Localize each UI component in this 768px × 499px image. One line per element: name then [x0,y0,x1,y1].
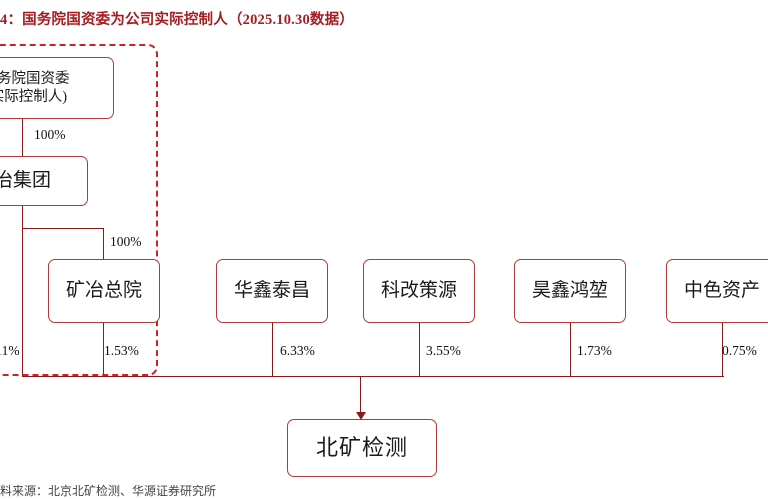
line-kegai-down [419,322,421,377]
arrow-to-target [356,412,366,420]
line-sasac-to-group [22,118,24,156]
pct-zhongse-to-target: 0.75% [722,343,757,358]
node-sasac[interactable]: 国务院国资委 (实际控制人) [0,57,114,119]
pct-haoxin-to-target: 1.73% [577,343,612,358]
pct-sasac-to-group: 100% [34,127,66,142]
line-group-down [22,205,24,377]
node-institute[interactable]: 矿冶总院 [48,259,160,323]
line-bus [22,376,724,378]
node-huaxin[interactable]: 华鑫泰昌 [216,259,328,323]
node-target-label: 北矿检测 [315,435,408,461]
node-group[interactable]: 矿冶集团 [0,156,88,206]
pct-group-to-institute: 100% [110,234,142,249]
line-zhongse-down [722,322,724,377]
line-branch-to-institute [103,228,105,259]
node-zhongse[interactable]: 中色资产 [666,259,768,323]
line-huaxin-down [272,322,274,377]
pct-left-edge: .11% [0,343,20,358]
node-kegai-label: 科改策源 [380,280,457,302]
node-target[interactable]: 北矿检测 [287,419,437,477]
line-group-branch [22,228,104,230]
node-zhongse-label: 中色资产 [683,280,760,302]
node-haoxin-label: 昊鑫鸿堃 [531,280,608,302]
pct-huaxin-to-target: 6.33% [280,343,315,358]
line-haoxin-down [570,322,572,377]
node-kegai[interactable]: 科改策源 [363,259,475,323]
node-huaxin-label: 华鑫泰昌 [233,280,310,302]
node-sasac-label: 国务院国资委 (实际控制人) [0,70,70,105]
node-haoxin[interactable]: 昊鑫鸿堃 [514,259,626,323]
node-institute-label: 矿冶总院 [65,280,142,302]
line-institute-down [103,322,105,377]
line-bus-to-target [360,376,362,418]
pct-kegai-to-target: 3.55% [426,343,461,358]
chart-title: 4：国务院国资委为公司实际控制人（2025.10.30数据） [0,12,354,28]
node-group-label: 矿冶集团 [0,170,51,192]
pct-institute-to-target: 1.53% [104,343,139,358]
